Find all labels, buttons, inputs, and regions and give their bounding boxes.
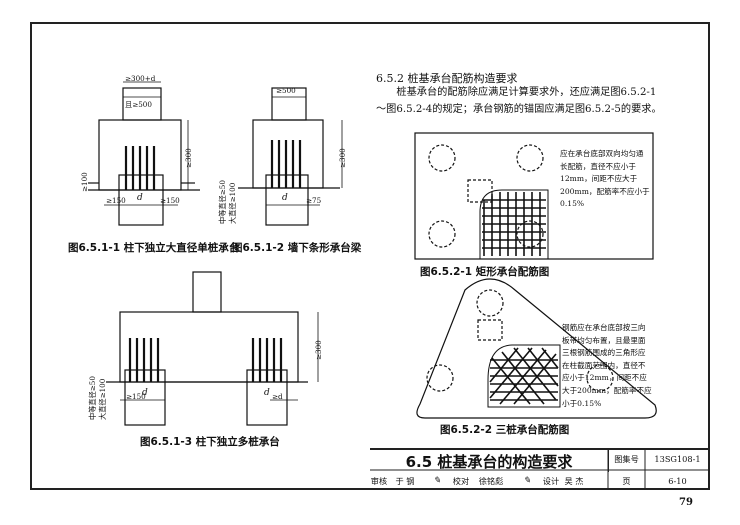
fig3-vertical-label-1: 中等直径≥50 bbox=[88, 376, 97, 420]
fig3-dim-height: ≥300 bbox=[314, 340, 323, 360]
section-paragraph: 桩基承台的配筋除应满足计算要求外，还应满足图6.5.2-1～图6.5.2-4的规… bbox=[376, 87, 662, 115]
fig1-dim-top2: 且≥500 bbox=[125, 100, 152, 109]
fig5-drawing bbox=[416, 278, 657, 419]
atlas-label: 图集号 bbox=[614, 454, 639, 464]
reviewer-name: 于 钢 bbox=[395, 475, 415, 486]
fig3-d-label-2: d bbox=[264, 388, 270, 398]
fig1-drawing bbox=[88, 81, 200, 226]
title-block: 6.5 桩基承台的构造要求 bbox=[370, 448, 710, 492]
fig3-vertical-label-2: 大直径≥100 bbox=[98, 378, 107, 420]
fig4-drawing bbox=[414, 132, 654, 260]
fig5-note: 钢筋应在承台底部按三向板带均匀布置，且最里面三根钢筋围成的三角形应在柱截面范围内… bbox=[562, 323, 652, 408]
fig3-dim-mid: ≥d bbox=[272, 392, 283, 401]
fig1-dim-top: ≥300+d bbox=[125, 74, 156, 83]
page-label: 页 bbox=[622, 475, 631, 486]
title-block-title: 6.5 桩基承台的构造要求 bbox=[370, 450, 609, 472]
fig2-d-label: d bbox=[282, 193, 288, 203]
fig4-note: 应在承台底部双向均匀通长配筋，直径不应小于12mm，间距不应大于200mm，配筋… bbox=[560, 149, 650, 209]
fig1-dim-bottom: ≥100 bbox=[80, 172, 89, 192]
fig2-dim-height: ≥300 bbox=[338, 148, 347, 168]
atlas-number: 13SG108-1 bbox=[654, 454, 701, 464]
designer-name: 吴 杰 bbox=[564, 475, 584, 486]
fig2-drawing bbox=[238, 87, 343, 226]
fig3-caption: 图6.5.1-3 柱下独立多桩承台 bbox=[140, 436, 280, 448]
fig1-dim-right: ≥150 bbox=[160, 196, 180, 205]
fig2-vertical-label-2: 大直径≥100 bbox=[228, 182, 237, 224]
section-heading: 6.5.2 桩基承台配筋构造要求 bbox=[376, 72, 518, 85]
reviewer-signature: ✎ bbox=[433, 475, 441, 486]
drawing-frame bbox=[30, 22, 710, 490]
fig2-vertical-label-1: 中等直径≥50 bbox=[218, 180, 227, 224]
fig1-dim-height: ≥300 bbox=[184, 148, 193, 168]
check-label: 校对 bbox=[452, 475, 470, 486]
fig3-drawing bbox=[106, 271, 319, 426]
page-number: 79 bbox=[679, 497, 693, 508]
fig2-caption: 图6.5.1-2 墙下条形承台梁 bbox=[232, 242, 362, 254]
checker-name: 徐铭彪 bbox=[478, 475, 504, 486]
fig2-dim-side: ≥75 bbox=[306, 196, 322, 205]
fig3-d-label-1: d bbox=[142, 388, 148, 398]
fig1-caption: 图6.5.1-1 柱下独立大直径单桩承台 bbox=[68, 242, 240, 254]
fig2-dim-top: ≥500 bbox=[276, 86, 296, 95]
design-label: 设计 bbox=[542, 475, 560, 486]
fig3-dim-left: ≥150 bbox=[126, 392, 146, 401]
fig1-dim-left: ≥150 bbox=[106, 196, 126, 205]
fig5-caption: 图6.5.2-2 三桩承台配筋图 bbox=[440, 424, 570, 436]
fig4-caption: 图6.5.2-1 矩形承台配筋图 bbox=[420, 266, 550, 278]
checker-signature: ✎ bbox=[523, 475, 531, 486]
fig1-d-label: d bbox=[137, 193, 143, 203]
review-label: 审核 bbox=[370, 475, 388, 486]
page-value: 6-10 bbox=[668, 475, 687, 486]
